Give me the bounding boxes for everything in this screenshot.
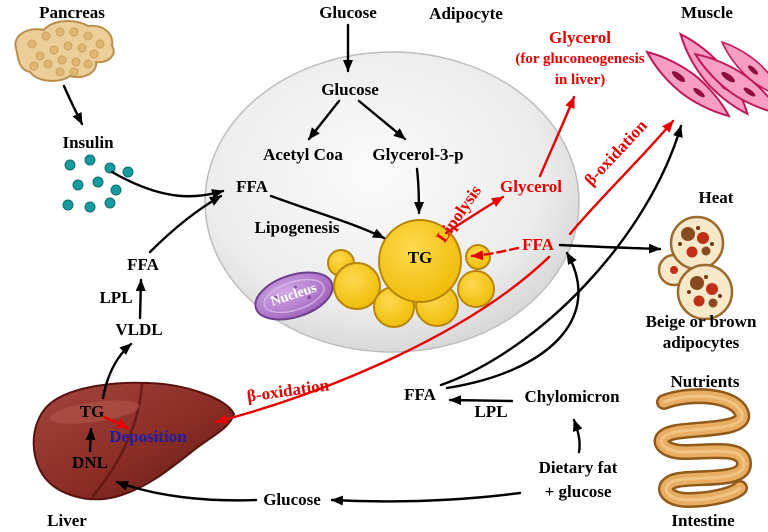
label-lpl-left: LPL (99, 288, 133, 308)
label-lipogenesis: Lipogenesis (254, 218, 340, 238)
black-arrows (62, 23, 683, 506)
nucleus-illustration (254, 271, 334, 321)
label-dietary-fat: Dietary fat (538, 458, 618, 478)
arrow-vldl-to-ffa (135, 278, 146, 320)
label-pancreas: Pancreas (39, 3, 105, 23)
label-insulin: Insulin (62, 133, 114, 153)
label-glycerol-note-2: (for gluconeogenesis (515, 51, 645, 68)
label-beige-line1: Beige or brown (645, 312, 757, 332)
label-tg: TG (407, 248, 433, 268)
red-arrows (102, 95, 675, 430)
label-ffa-circulating: FFA (404, 385, 436, 405)
label-glycerol-released: Glycerol (500, 177, 562, 197)
arrow-dnl-to-tg (85, 427, 96, 453)
arrow-ffa-to-tg-lipogenesis (269, 194, 386, 240)
label-glucose-inner: Glucose (321, 80, 379, 100)
label-glycerol-note-1: Glycerol (549, 28, 611, 48)
label-chylomicron: Chylomicron (524, 387, 620, 407)
label-ffa-left: FFA (127, 255, 159, 275)
arrow-glucose-to-glycerol3p (357, 99, 407, 141)
arrow-ffa-reesterification-dashed (470, 246, 520, 261)
insulin-dots (62, 154, 134, 213)
arrow-glucose-to-liver-dnl (115, 480, 258, 502)
label-glycerol-3-p: Glycerol-3-p (372, 145, 464, 165)
arrow-dietary-to-glucose (330, 491, 522, 506)
label-heat: Heat (698, 188, 734, 208)
liver-illustration (32, 381, 236, 501)
label-acetyl-coa: Acetyl Coa (263, 145, 343, 165)
arrow-pancreas-to-insulin (62, 84, 84, 126)
arrow-ffa-uptake-to-adipocyte (148, 194, 223, 254)
label-beige-line2: adipocytes (662, 333, 740, 353)
arrow-liver-to-vldl (101, 342, 133, 400)
arrow-dietary-to-chylomicron (572, 418, 583, 454)
label-dietary-glucose: + glucose (544, 482, 612, 502)
beige-adipocytes-illustration (657, 215, 734, 321)
label-vldl: VLDL (115, 320, 163, 340)
arrow-tg-to-deposition (102, 415, 130, 430)
arrow-glycerol-to-liver-note (538, 95, 576, 178)
label-nutrients: Nutrients (670, 372, 740, 392)
label-glucose-top: Glucose (319, 3, 377, 23)
label-liver: Liver (47, 511, 87, 531)
arrow-ffa-beta-oxidation-to-muscle (568, 119, 675, 236)
label-tg-liver: TG (79, 402, 105, 422)
arrow-ffa-to-beige-adipocytes (558, 243, 662, 254)
label-ffa-adipocyte: FFA (236, 177, 268, 197)
label-ffa-released: FFA (522, 235, 554, 255)
muscle-illustration (645, 32, 768, 118)
label-glycerol-note-3: in liver) (554, 72, 606, 89)
label-dnl: DNL (72, 453, 108, 473)
label-adipocyte: Adipocyte (429, 4, 503, 24)
arrow-chylomicron-to-ffa (448, 395, 514, 406)
arrow-ffa-to-muscle (439, 124, 683, 387)
label-muscle: Muscle (681, 3, 733, 23)
arrow-glycerol3p-to-tg (413, 167, 424, 215)
intestine-illustration (653, 388, 752, 508)
arrow-lipolysis-tg-to-glycerol (444, 195, 505, 235)
pancreas-illustration (14, 20, 115, 82)
label-glucose-bottom: Glucose (263, 490, 321, 510)
arrow-ffa-beta-oxidation-to-liver (214, 255, 551, 425)
label-lpl-bottom: LPL (474, 402, 508, 422)
arrow-ffa-into-adipocyte (445, 251, 580, 390)
tg-lipid-droplets (327, 219, 495, 328)
arrow-insulin-to-adipocyte-ffa (110, 170, 225, 199)
label-deposition: Deposition (109, 427, 187, 447)
arrow-glucose-to-acetylcoa (307, 99, 341, 141)
label-intestine: Intestine (671, 511, 735, 531)
